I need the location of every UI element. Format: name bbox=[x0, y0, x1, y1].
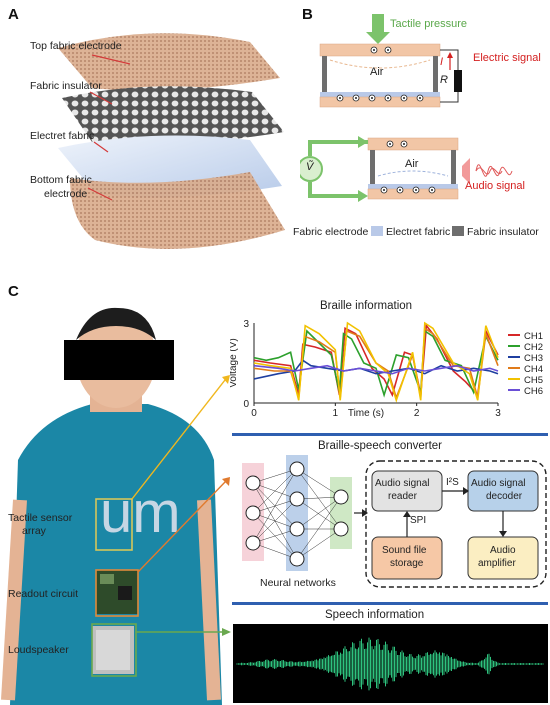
y-tick-label: 3 bbox=[243, 319, 249, 330]
legend-label-ch5: CH5 bbox=[524, 375, 543, 386]
label-audio-signal: Audio signal bbox=[465, 180, 525, 192]
tactile-pressure-arrow bbox=[366, 14, 390, 44]
label-bottom-electrode-2: electrode bbox=[44, 188, 88, 200]
readout-circuit-box bbox=[95, 569, 139, 617]
electret-strip bbox=[320, 92, 440, 97]
neural-networks-label: Neural networks bbox=[260, 577, 336, 589]
waveform-trace bbox=[236, 637, 544, 691]
y-tick-label: 0 bbox=[243, 399, 249, 410]
insulator-layer bbox=[62, 86, 284, 145]
panel-label-b: B bbox=[302, 6, 313, 23]
label-tactile-pressure: Tactile pressure bbox=[390, 18, 468, 30]
dashed-hardware-box bbox=[365, 460, 547, 588]
legend-fabric-electrode: Fabric electrode bbox=[293, 226, 369, 238]
label-tactile-sensor-2: array bbox=[22, 525, 46, 537]
spi-label: SPI bbox=[410, 515, 427, 526]
legend-fabric-insulator: Fabric insulator bbox=[467, 226, 539, 238]
legend-label-ch2: CH2 bbox=[524, 342, 543, 353]
legend-label-ch3: CH3 bbox=[524, 353, 543, 364]
label-bottom-electrode-1: Bottom fabric bbox=[30, 174, 92, 186]
amplifier-label-2: amplifier bbox=[478, 558, 516, 569]
legend-electret-fabric: Electret fabric bbox=[386, 226, 451, 238]
svg-text:um: um bbox=[100, 480, 181, 545]
x-axis-label: Time (s) bbox=[348, 408, 384, 419]
amplifier-label-1: Audio bbox=[490, 545, 516, 556]
label-tactile-sensor-1: Tactile sensor bbox=[8, 512, 73, 524]
speech-title: Speech information bbox=[325, 609, 425, 621]
face-censor-bar bbox=[64, 340, 174, 380]
label-fabric-insulator: Fabric insulator bbox=[30, 80, 102, 92]
panel-b-schematic bbox=[300, 14, 513, 236]
label-loudspeaker: Loudspeaker bbox=[8, 644, 69, 656]
bottom-electrode-layer bbox=[70, 172, 285, 249]
label-air-bottom: Air bbox=[405, 158, 419, 170]
label-top-electrode: Top fabric electrode bbox=[30, 40, 122, 52]
speech-waveform bbox=[233, 624, 548, 703]
series-line-ch5 bbox=[253, 321, 499, 403]
panel-a-layers bbox=[58, 33, 285, 249]
label-electret-fabric: Electret fabric bbox=[30, 130, 95, 142]
series-line-ch1 bbox=[253, 323, 499, 398]
braille-title: Braille information bbox=[320, 300, 413, 312]
person-photo: um bbox=[0, 300, 230, 705]
label-voltage-source: Ṽ bbox=[306, 161, 314, 173]
label-air-top: Air bbox=[370, 66, 384, 78]
label-readout-circuit: Readout circuit bbox=[8, 588, 79, 600]
loudspeaker-box bbox=[91, 623, 137, 677]
series-line-ch2 bbox=[253, 329, 499, 398]
divider-top bbox=[232, 433, 548, 436]
panel-label-a: A bbox=[8, 6, 19, 23]
reader-label-2: reader bbox=[388, 491, 417, 502]
panel-label-c: C bbox=[8, 283, 19, 300]
series-line-ch6 bbox=[253, 364, 499, 375]
i2s-label: I²S bbox=[446, 477, 459, 488]
x-tick-label: 0 bbox=[251, 408, 257, 419]
x-tick-label: 3 bbox=[495, 408, 501, 419]
decoder-label-1: Audio signal bbox=[471, 478, 526, 489]
label-current: I bbox=[440, 56, 444, 68]
resistor bbox=[454, 70, 462, 92]
legend-label-ch4: CH4 bbox=[524, 364, 543, 375]
label-electric-signal: Electric signal bbox=[473, 52, 541, 64]
converter-diagram bbox=[242, 455, 547, 588]
converter-title: Braille-speech converter bbox=[318, 440, 443, 452]
top-electrode-layer bbox=[58, 33, 280, 91]
decoder-label-2: decoder bbox=[486, 491, 523, 502]
tactile-sensor-box bbox=[95, 498, 133, 551]
reader-label-1: Audio signal bbox=[375, 478, 430, 489]
y-axis-label: Voltage (V) bbox=[230, 338, 239, 387]
label-resistor: R bbox=[440, 74, 448, 86]
storage-label-2: storage bbox=[390, 558, 424, 569]
voltage-source bbox=[300, 156, 323, 182]
storage-label-1: Sound file bbox=[382, 545, 427, 556]
x-tick-label: 2 bbox=[414, 408, 420, 419]
x-tick-label: 1 bbox=[333, 408, 339, 419]
legend-label-ch1: CH1 bbox=[524, 331, 543, 342]
legend-label-ch6: CH6 bbox=[524, 386, 543, 397]
divider-bottom bbox=[232, 602, 548, 605]
